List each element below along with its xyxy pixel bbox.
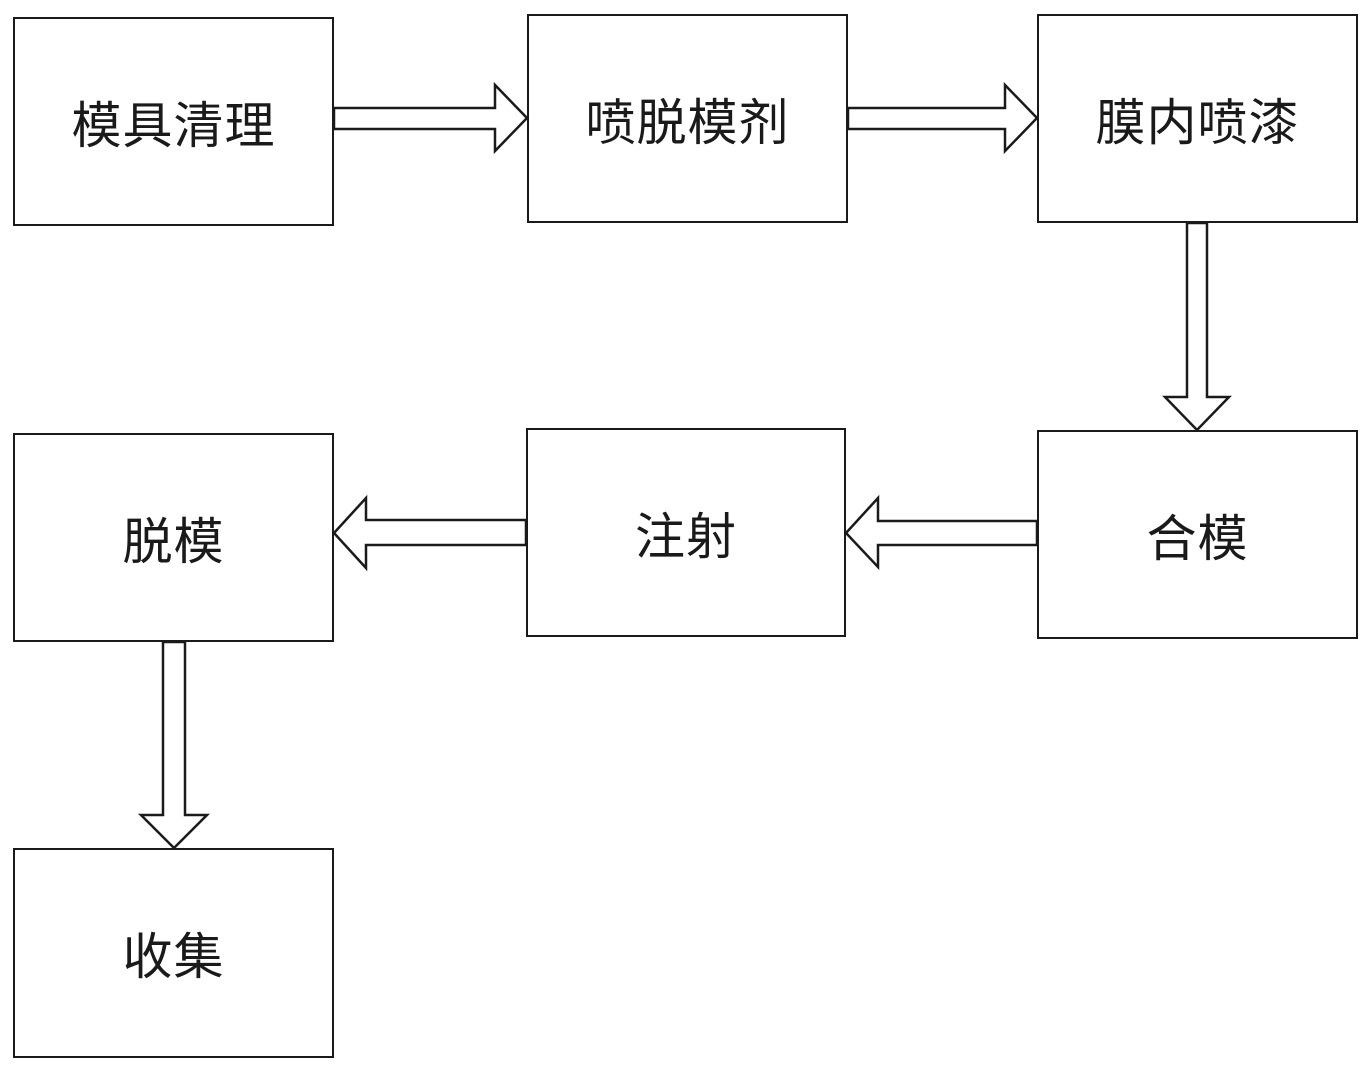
- step-box-collection: 收集: [13, 848, 334, 1058]
- step-label-mold-closing: 合模: [1146, 509, 1249, 568]
- step-box-spray-release-agent: 喷脱模剂: [527, 14, 848, 223]
- step-label-spray-release-agent: 喷脱模剂: [585, 93, 790, 152]
- step-label-collection: 收集: [122, 928, 225, 986]
- arrow-right-icon: [846, 81, 1039, 155]
- arrow-down-icon: [137, 640, 211, 850]
- step-box-mold-cleaning: 模具清理: [13, 17, 334, 226]
- step-label-injection: 注射: [635, 507, 737, 566]
- step-box-in-mold-painting: 膜内喷漆: [1037, 14, 1358, 223]
- step-label-demolding: 脱模: [122, 512, 225, 571]
- arrow-down-icon: [1162, 221, 1232, 432]
- arrow-left-icon: [332, 494, 528, 572]
- arrow-right-icon: [332, 81, 529, 155]
- step-label-mold-cleaning: 模具清理: [71, 96, 276, 155]
- arrow-left-icon: [844, 494, 1039, 571]
- step-box-injection: 注射: [526, 428, 846, 637]
- step-box-demolding: 脱模: [13, 433, 334, 642]
- step-label-in-mold-painting: 膜内喷漆: [1095, 93, 1300, 152]
